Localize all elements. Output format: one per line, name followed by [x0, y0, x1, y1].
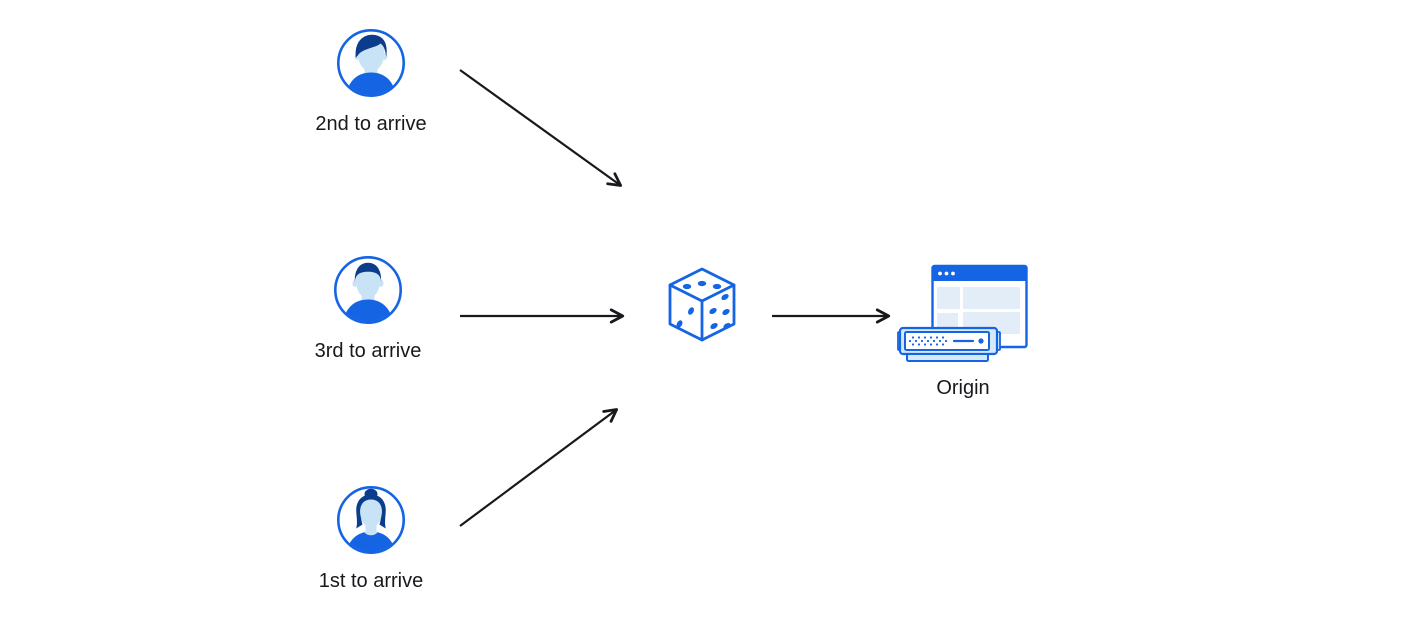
actor-label: 2nd to arrive [315, 113, 427, 135]
male-avatar-short-hair-icon [333, 255, 403, 325]
male-avatar-swept-hair-icon [336, 28, 406, 98]
actor-1st-to-arrive: 1st to arrive [301, 485, 441, 591]
arrow-2nd-to-dice [459, 69, 623, 187]
arrow-1st-to-dice [459, 408, 619, 527]
dice-icon [668, 267, 736, 342]
server-vent-dots [908, 336, 948, 346]
random-selector [666, 266, 738, 346]
actor-3rd-to-arrive: 3rd to arrive [298, 255, 438, 361]
origin-server-browser-icon [897, 264, 1028, 362]
actor-label: 1st to arrive [318, 570, 424, 592]
actor-2nd-to-arrive: 2nd to arrive [301, 28, 441, 134]
origin-label: Origin [936, 377, 990, 399]
origin-node: Origin [896, 260, 1030, 398]
actor-label: 3rd to arrive [314, 340, 422, 362]
female-avatar-bun-icon [336, 485, 406, 555]
